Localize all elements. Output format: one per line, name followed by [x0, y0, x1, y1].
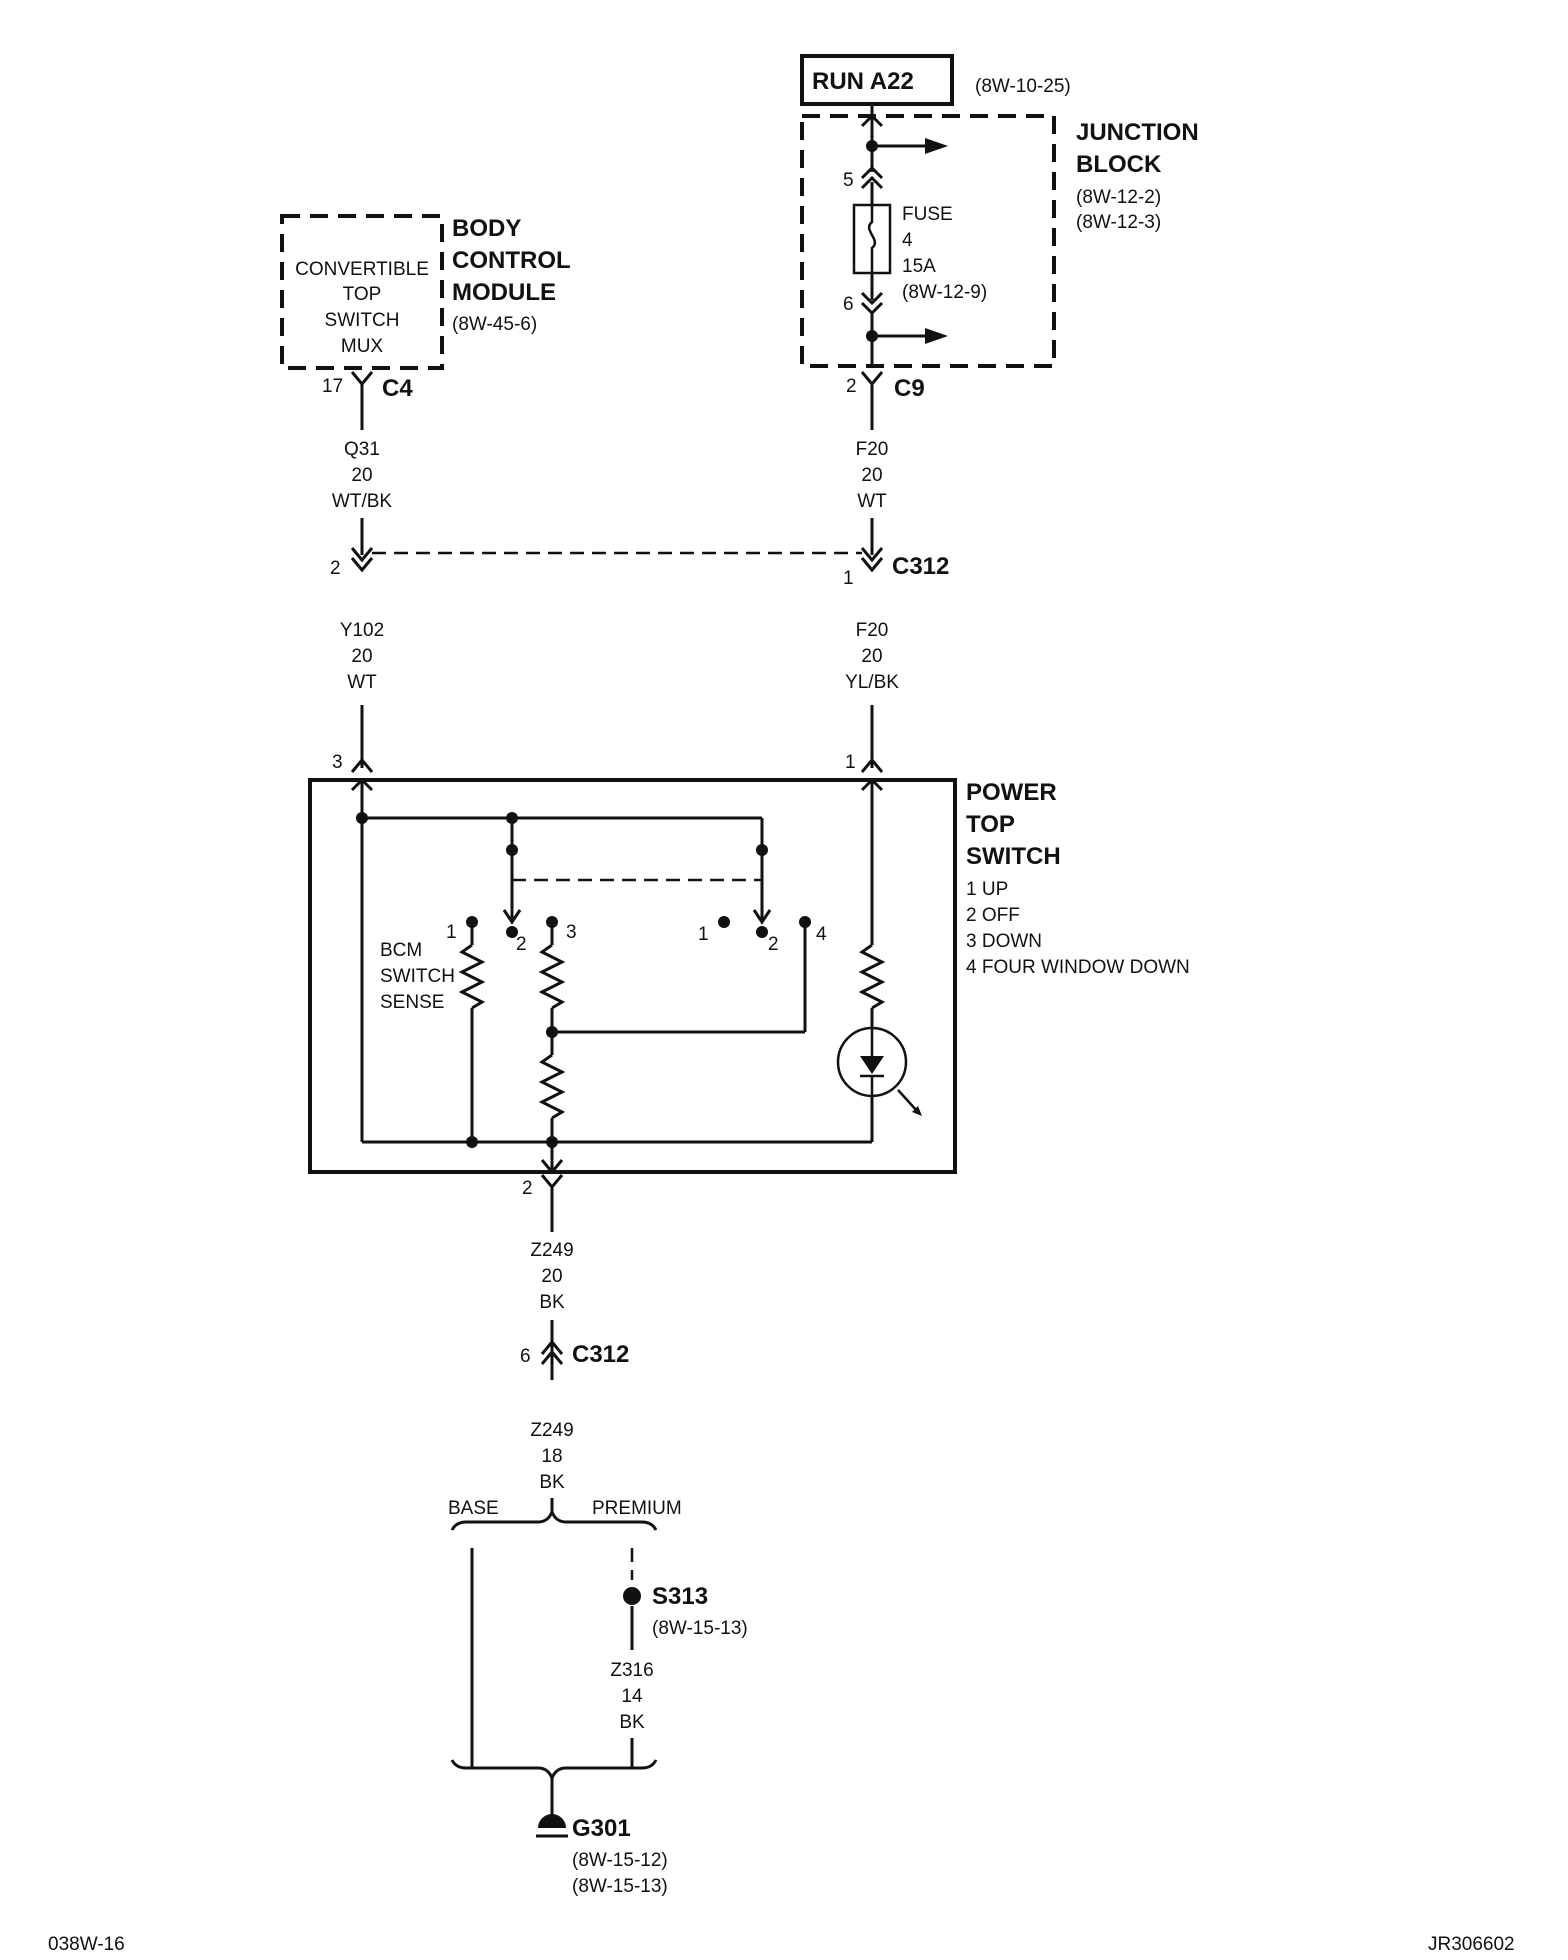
z316-color: BK — [619, 1712, 645, 1733]
option-split-brace — [450, 1498, 658, 1768]
junction-block-title-1: JUNCTION — [1076, 119, 1199, 146]
c312-bottom-connector — [540, 1320, 564, 1380]
sense-label-3: SENSE — [380, 992, 444, 1013]
z249-upper-circuit: Z249 — [530, 1240, 573, 1261]
c4-name: C4 — [382, 375, 413, 402]
junction-block-outline — [800, 114, 1056, 368]
switch-pos-2: 2 OFF — [966, 905, 1020, 926]
footer-right: JR306602 — [1428, 1934, 1515, 1955]
z249-lower-gauge: 18 — [541, 1446, 562, 1467]
contact-label-6: 4 — [816, 924, 827, 945]
bcm-ref: (8W-45-6) — [452, 314, 537, 335]
switch-pin-right: 1 — [845, 752, 856, 773]
fuse-symbol — [852, 203, 892, 275]
y102-circuit: Y102 — [340, 620, 384, 641]
ground-name: G301 — [572, 1815, 631, 1842]
f20-upper-circuit: F20 — [856, 439, 889, 460]
ground-symbol — [536, 1814, 568, 1838]
z316-circuit: Z316 — [610, 1660, 653, 1681]
junction-block-ref-1: (8W-12-2) — [1076, 187, 1161, 208]
fuse-pin-in: 5 — [843, 170, 854, 191]
c9-name: C9 — [894, 375, 925, 402]
switch-internal-circuit — [350, 777, 922, 1175]
fuse-ref: (8W-12-9) — [902, 282, 987, 303]
c9-connector — [860, 371, 884, 430]
contact-label-5: 2 — [768, 934, 779, 955]
c312-top-pin-right: 1 — [843, 568, 854, 589]
c312-top-name: C312 — [892, 553, 949, 580]
c4-connector — [350, 371, 374, 430]
q31-gauge: 20 — [351, 465, 372, 486]
y102-gauge: 20 — [351, 646, 372, 667]
f20-upper-color: WT — [857, 491, 887, 512]
z249-lower-circuit: Z249 — [530, 1420, 573, 1441]
contact-label-1: 1 — [446, 922, 457, 943]
run-a22-label: RUN A22 — [812, 68, 914, 95]
premium-label: PREMIUM — [592, 1498, 682, 1519]
c312-bottom-name: C312 — [572, 1341, 629, 1368]
bcm-inner-2: TOP — [343, 284, 382, 305]
contact-label-4: 1 — [698, 924, 709, 945]
bcm-title-1: BODY — [452, 215, 521, 242]
ground-ref-1: (8W-15-12) — [572, 1850, 668, 1871]
c4-pin: 17 — [322, 376, 343, 397]
switch-title-1: POWER — [966, 779, 1057, 806]
run-a22-box — [800, 54, 954, 106]
c312-top-connector — [350, 518, 884, 573]
switch-pos-3: 3 DOWN — [966, 931, 1042, 952]
junction-block-ref-2: (8W-12-3) — [1076, 212, 1161, 233]
bcm-inner-4: MUX — [341, 336, 384, 357]
splice-dot — [623, 1587, 641, 1605]
fuse-pin-out: 6 — [843, 294, 854, 315]
switch-pin-left: 3 — [332, 752, 343, 773]
ground-ref-2: (8W-15-13) — [572, 1876, 668, 1897]
sense-label-1: BCM — [380, 940, 422, 961]
c312-bottom-pin: 6 — [520, 1346, 531, 1367]
bcm-inner-1: CONVERTIBLE — [295, 259, 429, 280]
switch-pos-1: 1 UP — [966, 879, 1008, 900]
c9-pin: 2 — [846, 376, 857, 397]
y102-color: WT — [347, 672, 377, 693]
fuse-number: 4 — [902, 230, 913, 251]
bcm-title-2: CONTROL — [452, 247, 571, 274]
contact-label-2: 2 — [516, 934, 527, 955]
splice-name: S313 — [652, 1583, 708, 1610]
switch-title-2: TOP — [966, 811, 1015, 838]
junction-block-title-2: BLOCK — [1076, 151, 1162, 178]
base-label: BASE — [448, 1498, 499, 1519]
bcm-inner-3: SWITCH — [325, 310, 400, 331]
c312-top-pin-left: 2 — [330, 558, 341, 579]
bcm-title-3: MODULE — [452, 279, 556, 306]
footer-left: 038W-16 — [48, 1934, 125, 1955]
z316-gauge: 14 — [621, 1686, 643, 1707]
fuse-label: FUSE — [902, 204, 953, 225]
switch-pos-4: 4 FOUR WINDOW DOWN — [966, 957, 1190, 978]
splice-ref: (8W-15-13) — [652, 1618, 748, 1639]
sense-label-2: SWITCH — [380, 966, 455, 987]
z249-upper-color: BK — [539, 1292, 565, 1313]
q31-color: WT/BK — [332, 491, 392, 512]
q31-circuit: Q31 — [344, 439, 380, 460]
switch-title-3: SWITCH — [966, 843, 1061, 870]
f20-lower-circuit: F20 — [856, 620, 889, 641]
z249-upper-gauge: 20 — [541, 1266, 562, 1287]
contact-label-3: 3 — [566, 922, 577, 943]
fuse-rating: 15A — [902, 256, 936, 277]
z249-lower-color: BK — [539, 1472, 565, 1493]
bcm-outline — [280, 214, 444, 370]
junction-bus — [860, 104, 948, 205]
junction-bus-lower — [860, 273, 948, 366]
f20-upper-gauge: 20 — [861, 465, 882, 486]
switch-input-wires — [350, 705, 884, 773]
f20-lower-gauge: 20 — [861, 646, 882, 667]
lower-wire — [540, 1174, 564, 1232]
f20-lower-color: YL/BK — [845, 672, 899, 693]
switch-pin-bottom: 2 — [522, 1178, 533, 1199]
power-top-switch-box — [308, 778, 957, 1174]
run-a22-ref: (8W-10-25) — [975, 76, 1071, 97]
